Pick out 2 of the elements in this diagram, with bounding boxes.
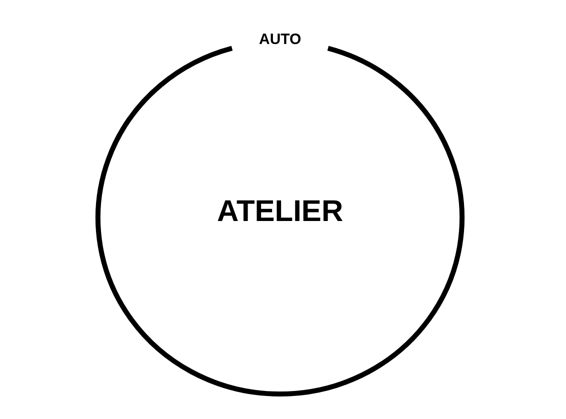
node-heading: AUTO [259,31,302,49]
node-label: ATELIER [217,194,344,230]
